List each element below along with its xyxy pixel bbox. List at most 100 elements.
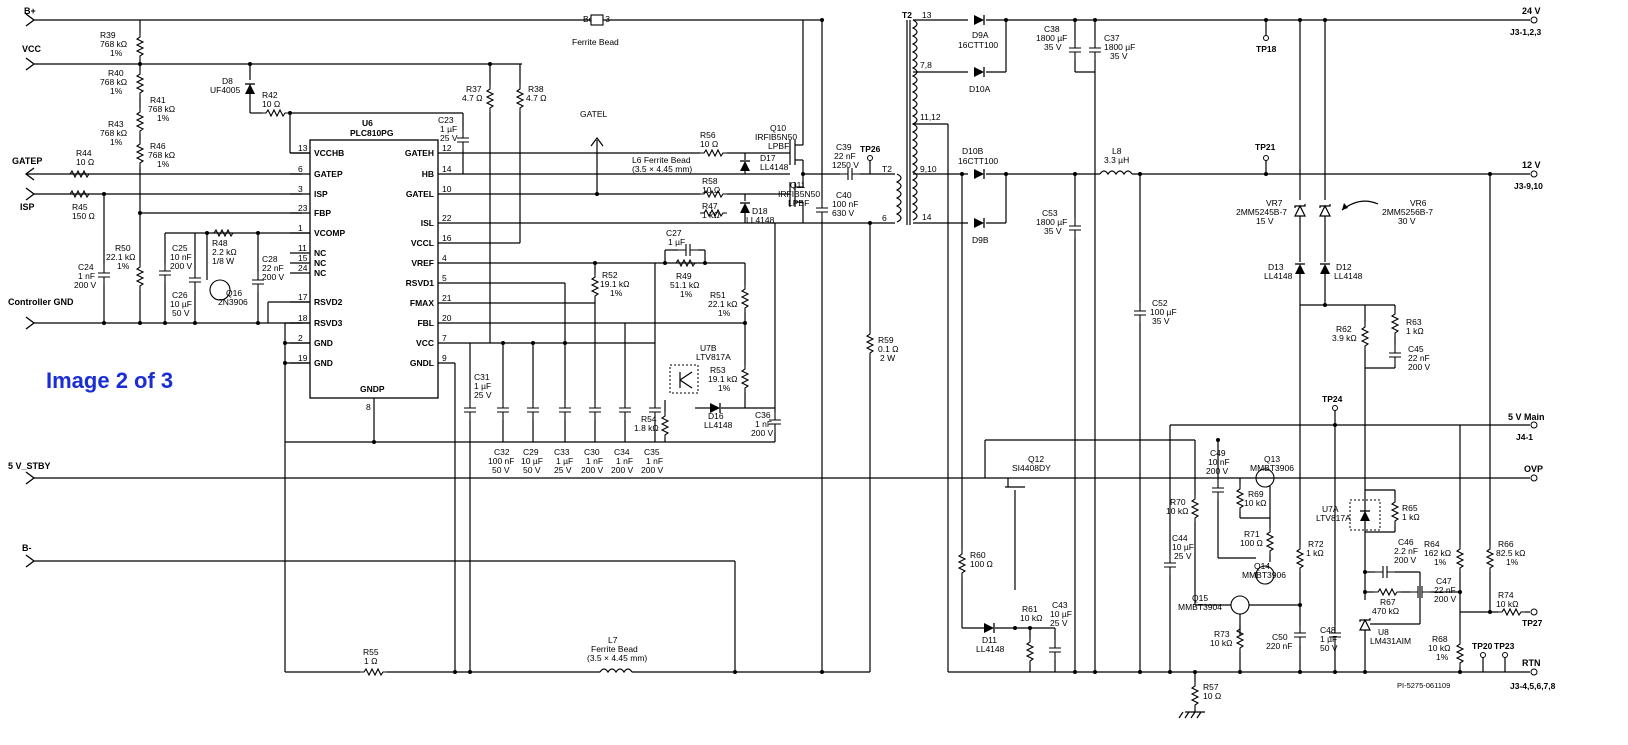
output-24v: C38 1800 µF 35 V C37 1800 µF 35 V TP18 2… (1036, 6, 1541, 672)
svg-text:VR6: VR6 (1410, 198, 1427, 208)
ic-pin-number: 15 (298, 253, 308, 263)
ic-pin-number: 21 (442, 293, 452, 303)
ic-pin-number: 4 (442, 253, 447, 263)
svg-text:35 V: 35 V (1110, 51, 1128, 61)
svg-text:22 nF: 22 nF (1408, 353, 1430, 363)
svg-text:2MM5256B-7: 2MM5256B-7 (1382, 207, 1433, 217)
svg-text:TP24: TP24 (1322, 394, 1343, 404)
ic-pin-name: FBL (417, 318, 434, 328)
svg-text:C52: C52 (1152, 298, 1168, 308)
svg-text:1 kΩ: 1 kΩ (1406, 326, 1424, 336)
svg-text:C39: C39 (836, 142, 852, 152)
svg-text:D13: D13 (1268, 262, 1284, 272)
svg-text:82.5 kΩ: 82.5 kΩ (1496, 548, 1526, 558)
svg-text:1%: 1% (1434, 557, 1447, 567)
ic-pin-number: 18 (298, 313, 308, 323)
svg-text:200 V: 200 V (1408, 362, 1431, 372)
ic-pin-number: 1 (298, 223, 303, 233)
input-net-b-minus: B- (22, 543, 736, 672)
svg-text:14: 14 (922, 212, 932, 222)
svg-text:LL4148: LL4148 (704, 420, 733, 430)
svg-text:D10A: D10A (969, 84, 991, 94)
svg-text:TP27: TP27 (1522, 618, 1543, 628)
svg-text:1800 µF: 1800 µF (1036, 33, 1067, 43)
svg-text:2MM5245B-7: 2MM5245B-7 (1236, 207, 1287, 217)
svg-text:C27: C27 (666, 228, 682, 238)
svg-text:1 kΩ: 1 kΩ (702, 210, 720, 220)
ic-pin-number: 24 (298, 263, 308, 273)
svg-text:C32: C32 (494, 447, 510, 457)
svg-text:B+: B+ (24, 6, 36, 16)
ic-pin-number: 13 (298, 143, 308, 153)
ic-pin-name: FMAX (410, 298, 434, 308)
input-net-b-plus: B+ (24, 6, 822, 27)
svg-text:U7B: U7B (700, 343, 717, 353)
svg-text:MMBT3906: MMBT3906 (1250, 463, 1294, 473)
ic-pin-name: ISL (421, 218, 434, 228)
svg-text:1%: 1% (157, 159, 170, 169)
svg-text:100 nF: 100 nF (488, 456, 514, 466)
ic-pin-name: VCCL (411, 238, 434, 248)
svg-text:10 Ω: 10 Ω (262, 99, 280, 109)
ic-pin-name: RSVD3 (314, 318, 343, 328)
svg-text:C26: C26 (172, 290, 188, 300)
ic-pin-name: NC (314, 268, 326, 278)
svg-text:22 nF: 22 nF (262, 263, 284, 273)
svg-text:C44: C44 (1172, 533, 1188, 543)
svg-text:R58: R58 (702, 176, 718, 186)
svg-text:1 nF: 1 nF (586, 456, 603, 466)
svg-text:C38: C38 (1044, 24, 1060, 34)
svg-text:R37: R37 (466, 84, 482, 94)
svg-text:TP21: TP21 (1255, 142, 1276, 152)
svg-text:C33: C33 (554, 447, 570, 457)
svg-text:10 nF: 10 nF (1208, 457, 1230, 467)
svg-text:100 µF: 100 µF (1150, 307, 1177, 317)
svg-text:D16: D16 (708, 411, 724, 421)
svg-text:R56: R56 (700, 130, 716, 140)
svg-text:768 kΩ: 768 kΩ (100, 128, 127, 138)
svg-text:LPBF: LPBF (768, 141, 789, 151)
ic-pin-number: 5 (442, 273, 447, 283)
svg-text:22.1 kΩ: 22.1 kΩ (708, 299, 738, 309)
svg-text:C50: C50 (1272, 632, 1288, 642)
svg-text:1 kΩ: 1 kΩ (1306, 548, 1324, 558)
bplus-divider: R39 768 kΩ 1% R40 768 kΩ 1% R41 768 kΩ 1… (100, 20, 302, 323)
svg-text:LM431AIM: LM431AIM (1370, 636, 1411, 646)
feedback-network: R52 19.1 kΩ 1% C27 1 µF R49 51.1 kΩ 1% R… (438, 223, 782, 672)
svg-text:768 kΩ: 768 kΩ (100, 39, 127, 49)
svg-text:L8: L8 (1112, 146, 1122, 156)
svg-text:L7: L7 (608, 635, 618, 645)
svg-text:R65: R65 (1402, 503, 1418, 513)
svg-text:C36: C36 (755, 410, 771, 420)
svg-text:Q14: Q14 (1254, 561, 1270, 571)
svg-text:D17: D17 (760, 153, 776, 163)
svg-text:J3-9,10: J3-9,10 (1514, 181, 1543, 191)
input-net-5v-stby: 5 V_STBY (8, 461, 1530, 485)
svg-text:2.2 nF: 2.2 nF (1394, 546, 1418, 556)
svg-text:C29: C29 (523, 447, 539, 457)
svg-text:GATEL: GATEL (580, 109, 608, 119)
svg-text:200 V: 200 V (74, 280, 97, 290)
ic-pin-number: 11 (298, 243, 307, 253)
regulator-u8: U7A LTV817A R65 1 kΩ C46 2.2 nF 200 V R6… (1316, 425, 1543, 672)
svg-text:200 V: 200 V (1394, 555, 1417, 565)
svg-text:R53: R53 (710, 365, 726, 375)
svg-text:R73: R73 (1214, 629, 1230, 639)
ovp-output: OVP Q12 SI4408DY R60 100 Ω D11 LL4148 R6… (958, 174, 1543, 672)
svg-text:R46: R46 (150, 141, 166, 151)
ic-pin-name: NC (314, 258, 326, 268)
image-counter-label: Image 2 of 3 (46, 368, 174, 393)
svg-text:50 V: 50 V (492, 465, 510, 475)
svg-text:24 V: 24 V (1522, 6, 1541, 16)
svg-text:10 µF: 10 µF (1050, 609, 1072, 619)
svg-text:R74: R74 (1498, 590, 1514, 600)
svg-text:R59: R59 (878, 335, 894, 345)
svg-text:16CTT100: 16CTT100 (958, 156, 998, 166)
secondary-rectifiers: D9A 16CTT100 D10A D10B 16CTT100 D9B (958, 14, 1530, 245)
gate-drive-supply: C23 1 µF 25 V R37 4.7 Ω R38 4.7 Ω (438, 62, 547, 343)
svg-text:1 µF: 1 µF (556, 456, 573, 466)
svg-text:10 Ω: 10 Ω (702, 185, 720, 195)
svg-text:100 Ω: 100 Ω (1240, 538, 1263, 548)
ic-pin-name: RSVD2 (314, 297, 343, 307)
svg-text:51.1 kΩ: 51.1 kΩ (670, 280, 700, 290)
